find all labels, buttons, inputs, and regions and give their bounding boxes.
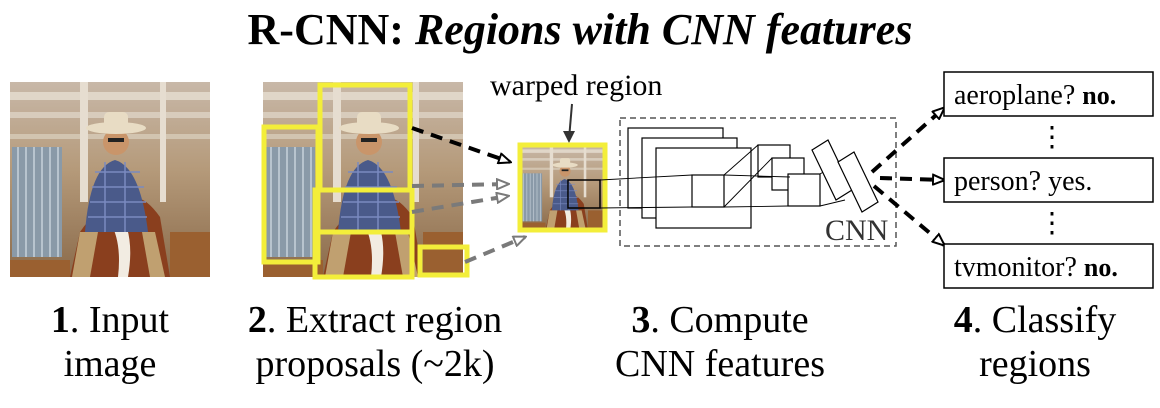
conv-layer-2c bbox=[787, 173, 821, 207]
warped-region-label: warped region bbox=[490, 69, 662, 102]
class-arrows bbox=[870, 108, 944, 245]
step-number: 4 bbox=[953, 299, 973, 341]
conv-layer-1-window bbox=[691, 174, 725, 208]
ellipsis-2: ⋮ bbox=[1038, 208, 1066, 239]
proposal-box-gate bbox=[261, 124, 321, 265]
step-number: 1 bbox=[50, 299, 70, 341]
step-line1: . Compute bbox=[650, 299, 809, 341]
proposal-arrows bbox=[411, 126, 525, 264]
receptive-field-box bbox=[567, 179, 601, 209]
svg-text:person? yes.: person? yes. bbox=[954, 166, 1092, 197]
step-4-caption: 4. Classify regions bbox=[925, 298, 1145, 386]
fc-layer-2 bbox=[837, 151, 879, 213]
input-image bbox=[10, 82, 210, 277]
arrow-class-aeroplane bbox=[870, 108, 944, 174]
step-2-caption: 2. Extract region proposals (~2k) bbox=[225, 298, 525, 386]
warped-region-pointer-head bbox=[563, 131, 575, 143]
step-line1: . Extract region bbox=[266, 299, 503, 341]
class-answer: no. bbox=[1082, 81, 1116, 110]
svg-text:tvmonitor? no.: tvmonitor? no. bbox=[954, 252, 1118, 283]
class-answer: yes. bbox=[1048, 166, 1092, 197]
title-bold: R-CNN: bbox=[247, 5, 404, 54]
proposal-image bbox=[261, 82, 470, 280]
step-line1: . Input bbox=[69, 299, 170, 341]
arrow-proposal-1 bbox=[411, 126, 510, 162]
cnn-connections bbox=[599, 144, 846, 209]
class-name: aeroplane? bbox=[954, 80, 1075, 111]
rcnn-diagram: warped region CNN bbox=[10, 69, 1154, 289]
step-number: 3 bbox=[631, 299, 651, 341]
cnn-label: CNN bbox=[825, 214, 888, 247]
ellipsis-1: ⋮ bbox=[1038, 122, 1066, 153]
step-line2: CNN features bbox=[615, 343, 825, 385]
fc-layers bbox=[811, 139, 879, 213]
svg-text:aeroplane? no.: aeroplane? no. bbox=[954, 80, 1116, 111]
arrow-proposal-2 bbox=[411, 184, 508, 186]
title-italic: Regions with CNN features bbox=[414, 5, 913, 54]
arrow-class-person bbox=[879, 178, 944, 180]
arrow-class-tvmonitor bbox=[872, 184, 944, 245]
arrow-proposal-3 bbox=[411, 196, 508, 214]
diagram-title: R-CNN: Regions with CNN features bbox=[0, 4, 1160, 55]
cnn-dashed-box bbox=[619, 117, 897, 247]
proposal-box-bottom bbox=[312, 229, 415, 280]
cnn-layers bbox=[627, 127, 821, 229]
step-number: 2 bbox=[247, 299, 267, 341]
class-box-aeroplane: aeroplane? no. bbox=[943, 71, 1154, 117]
step-1-caption: 1. Input image bbox=[20, 298, 200, 386]
step-3-caption: 3. Compute CNN features bbox=[590, 298, 850, 386]
step-line2: proposals (~2k) bbox=[255, 343, 495, 385]
step-line1: . Classify bbox=[972, 299, 1117, 341]
class-box-tvmonitor: tvmonitor? no. bbox=[943, 243, 1154, 289]
class-name: person? bbox=[954, 166, 1041, 197]
step-line2: regions bbox=[979, 343, 1091, 385]
step-line2: image bbox=[63, 343, 157, 385]
proposal-boxes bbox=[261, 82, 470, 280]
class-answer: no. bbox=[1084, 253, 1118, 282]
arrow-proposal-4 bbox=[464, 235, 525, 264]
class-name: tvmonitor? bbox=[954, 252, 1077, 283]
class-box-person: person? yes. bbox=[943, 157, 1154, 203]
warped-region bbox=[517, 142, 608, 233]
